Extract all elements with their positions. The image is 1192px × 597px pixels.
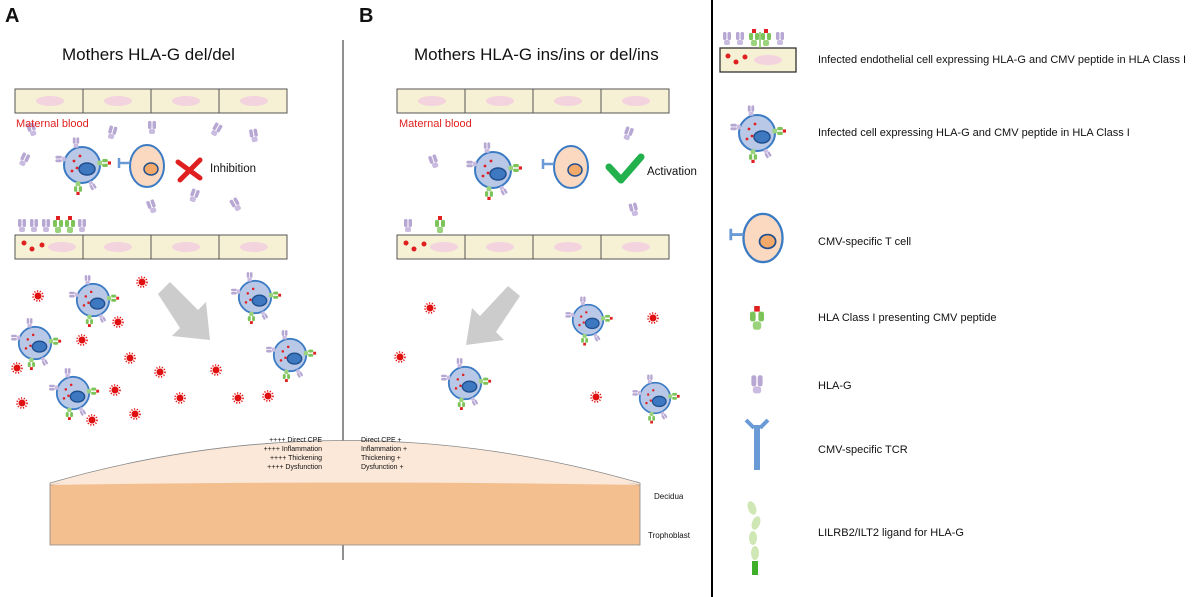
effect-b-1: Direct CPE + — [361, 437, 402, 444]
outcome-label-a: Inhibition — [210, 163, 257, 175]
effect-a-3: ++++ Thickening — [269, 455, 322, 462]
infected-cell-icon — [730, 105, 786, 163]
lilrb2-ilt2-icon — [747, 501, 761, 575]
virus-particles-b — [394, 302, 659, 403]
hla-g-icon — [751, 375, 763, 394]
t-cell-icon — [729, 212, 784, 264]
endothelium-bottom-a — [14, 216, 288, 260]
effects-list-b: Direct CPE + Inflammation + Thickening +… — [361, 436, 407, 472]
tcr-icon — [744, 418, 770, 470]
cross-icon — [175, 157, 203, 183]
outcome-label-b: Activation — [647, 166, 697, 178]
legend-text-7: LILRB2/ILT2 ligand for HLA-G — [818, 527, 964, 539]
effect-a-4: ++++ Dysfunction — [267, 464, 322, 471]
effect-b-3: Thickening + — [361, 455, 401, 462]
check-icon — [605, 153, 645, 184]
effects-list-a: ++++ Direct CPE ++++ Inflammation ++++ T… — [264, 436, 322, 472]
trophoblast-label: Trophoblast — [648, 531, 690, 540]
t-cell-b — [541, 144, 590, 190]
endothelium-top-a — [14, 88, 288, 114]
effect-b-4: Dysfunction + — [361, 464, 404, 471]
free-hla-g-b — [427, 126, 640, 217]
virus-particles-a — [11, 276, 274, 426]
effect-b-2: Inflammation + — [361, 446, 408, 453]
legend-text-5: HLA-G — [818, 380, 852, 392]
legend-text-6: CMV-specific TCR — [818, 444, 908, 456]
blood-label-b: Maternal blood — [399, 118, 472, 130]
effect-a-1: ++++ Direct CPE — [269, 437, 322, 444]
legend-text-1: Infected endothelial cell expressing HLA… — [818, 54, 1187, 66]
effect-a-2: ++++ Inflammation — [263, 446, 322, 453]
infected-cell-a — [55, 137, 111, 195]
blood-label-a: Maternal blood — [16, 118, 89, 130]
decidua-label: Decidua — [654, 492, 684, 501]
placenta-layers — [49, 440, 641, 546]
infected-endothelial-cell-icon — [719, 29, 797, 73]
legend-text-4: HLA Class I presenting CMV peptide — [818, 312, 997, 324]
infected-cell-b — [466, 142, 522, 200]
legend-text-3: CMV-specific T cell — [818, 236, 912, 248]
endothelium-top-b — [396, 88, 670, 114]
panel-letter-b: B — [359, 5, 374, 27]
panel-letter-a: A — [5, 5, 20, 27]
arrow-b — [466, 286, 520, 345]
panel-title-b: Mothers HLA-G ins/ins or del/ins — [414, 45, 659, 64]
t-cell-a — [117, 143, 166, 189]
arrow-a — [158, 282, 210, 340]
hla-class-i-icon — [750, 306, 764, 330]
endothelium-bottom-b — [396, 216, 670, 260]
legend-text-2: Infected cell expressing HLA-G and CMV p… — [818, 127, 1130, 139]
panel-title-a: Mothers HLA-G del/del — [62, 45, 235, 64]
